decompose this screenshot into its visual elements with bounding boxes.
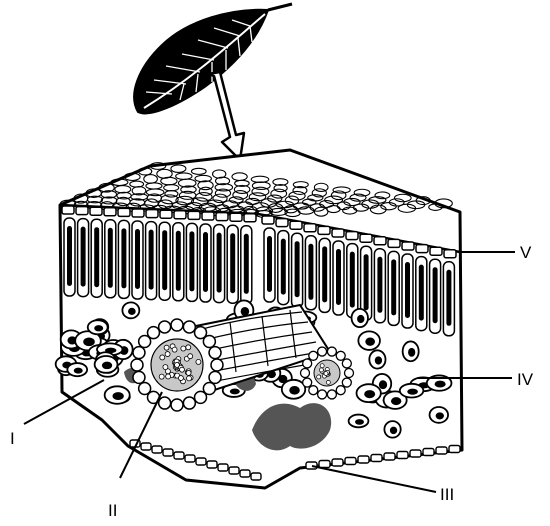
leader-line-iii (312, 466, 436, 492)
label-i: I (10, 429, 15, 448)
leaf-icon (134, 4, 292, 113)
label-ii: II (108, 501, 117, 520)
arrow-icon (208, 72, 244, 160)
label-iii: III (440, 485, 454, 504)
label-iv: IV (517, 370, 534, 389)
label-v: V (520, 243, 532, 262)
